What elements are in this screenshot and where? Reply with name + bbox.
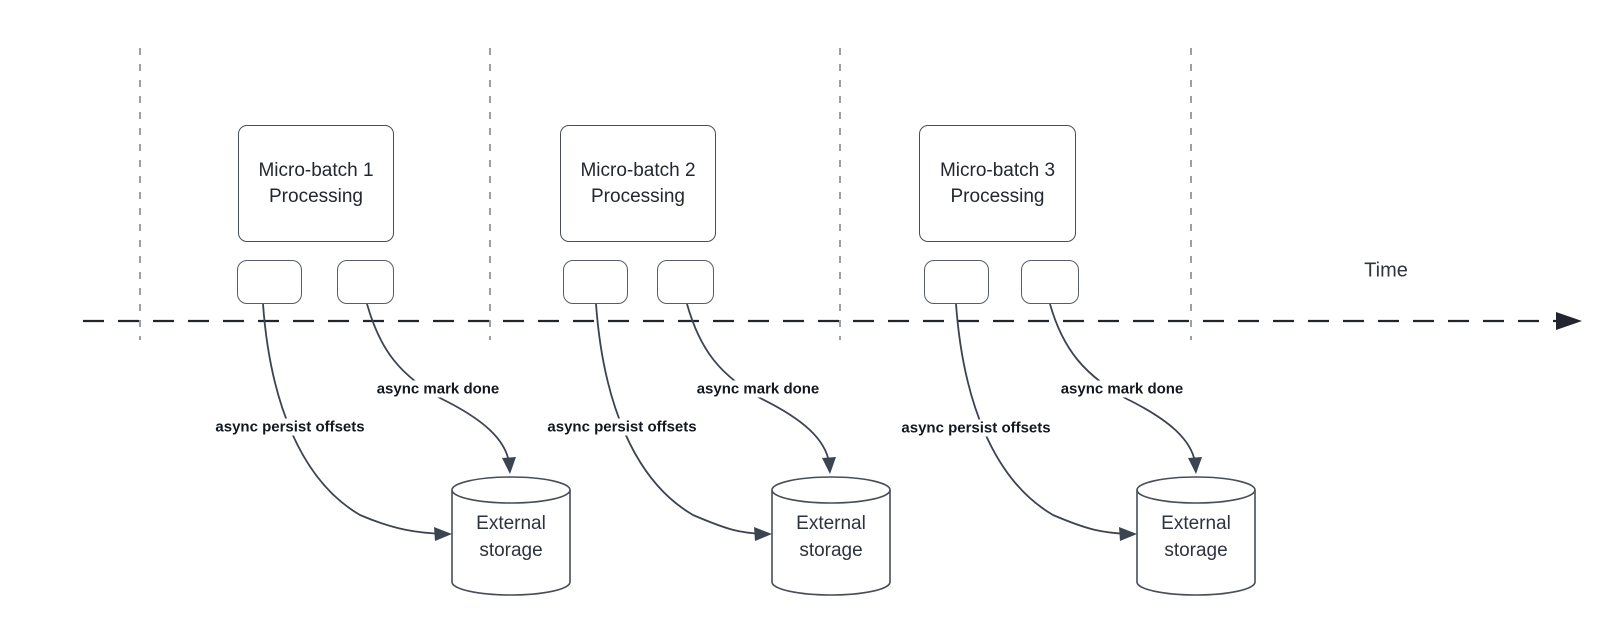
async-done-arrow-3 [1049, 303, 1196, 463]
async-persist-offsets-label-3: async persist offsets [899, 419, 1053, 437]
external-storage-label-3: External storage [1137, 510, 1255, 564]
external-storage-label-3-line2: storage [1164, 540, 1228, 561]
persist-offsets-task-box-3 [924, 260, 989, 304]
micro-batch-3-box: Micro-batch 3 Processing [919, 125, 1076, 242]
async-mark-done-label-1: async mark done [374, 380, 502, 398]
external-storage-label-1-line1: External [476, 513, 546, 534]
done-arrowhead-icon-3 [1188, 457, 1202, 474]
async-persist-offsets-label-1: async persist offsets [213, 418, 367, 436]
external-storage-label-3-line1: External [1161, 513, 1231, 534]
external-storage-label-2-line1: External [796, 513, 866, 534]
micro-batch-2-title-line2: Processing [591, 185, 685, 207]
persist-arrowhead-icon-2 [754, 527, 772, 541]
cylinder-top-1 [451, 476, 571, 504]
cylinder-top-3 [1136, 476, 1256, 504]
async-persist-offsets-label-2: async persist offsets [545, 418, 699, 436]
async-mark-done-label-3: async mark done [1058, 380, 1186, 398]
time-axis-label: Time [1364, 259, 1408, 282]
timeline-arrowhead-icon [1556, 312, 1582, 330]
cylinder-body-3 [1136, 490, 1256, 596]
persist-offsets-task-box-1 [237, 260, 302, 304]
async-persist-arrow-1 [262, 303, 445, 535]
cylinder-top-2 [771, 476, 891, 504]
micro-batch-2-box: Micro-batch 2 Processing [560, 125, 716, 242]
cylinder-body-2 [771, 490, 891, 596]
async-mark-done-label-2: async mark done [694, 380, 822, 398]
external-storage-label-2: External storage [772, 510, 890, 564]
persist-arrowhead-icon-1 [434, 527, 452, 541]
done-arrowhead-icon-2 [822, 457, 836, 474]
micro-batch-2-title-line1: Micro-batch 2 [580, 159, 696, 181]
micro-batch-3-title-line1: Micro-batch 3 [939, 159, 1056, 181]
external-storage-cylinder-3 [1136, 476, 1256, 596]
external-storage-label-2-line2: storage [799, 540, 863, 561]
persist-arrowhead-icon-3 [1119, 527, 1137, 541]
mark-done-task-box-2 [657, 260, 714, 304]
async-done-arrow-2 [686, 303, 830, 463]
async-persist-arrow-2 [595, 303, 765, 535]
mark-done-task-box-3 [1021, 260, 1079, 304]
micro-batch-1-box: Micro-batch 1 Processing [238, 125, 394, 242]
async-persist-arrow-3 [955, 303, 1130, 535]
mark-done-task-box-1 [337, 260, 394, 304]
micro-batch-1-title-line1: Micro-batch 1 [258, 159, 374, 181]
async-done-arrow-1 [366, 303, 510, 463]
external-storage-cylinder-1 [451, 476, 571, 596]
done-arrowhead-icon-1 [502, 457, 516, 474]
cylinder-body-1 [451, 490, 571, 596]
micro-batch-1-title-line2: Processing [269, 185, 363, 207]
external-storage-cylinder-2 [771, 476, 891, 596]
micro-batch-3-title-line2: Processing [950, 185, 1045, 207]
external-storage-label-1: External storage [452, 510, 570, 564]
external-storage-label-1-line2: storage [479, 540, 543, 561]
persist-offsets-task-box-2 [563, 260, 628, 304]
